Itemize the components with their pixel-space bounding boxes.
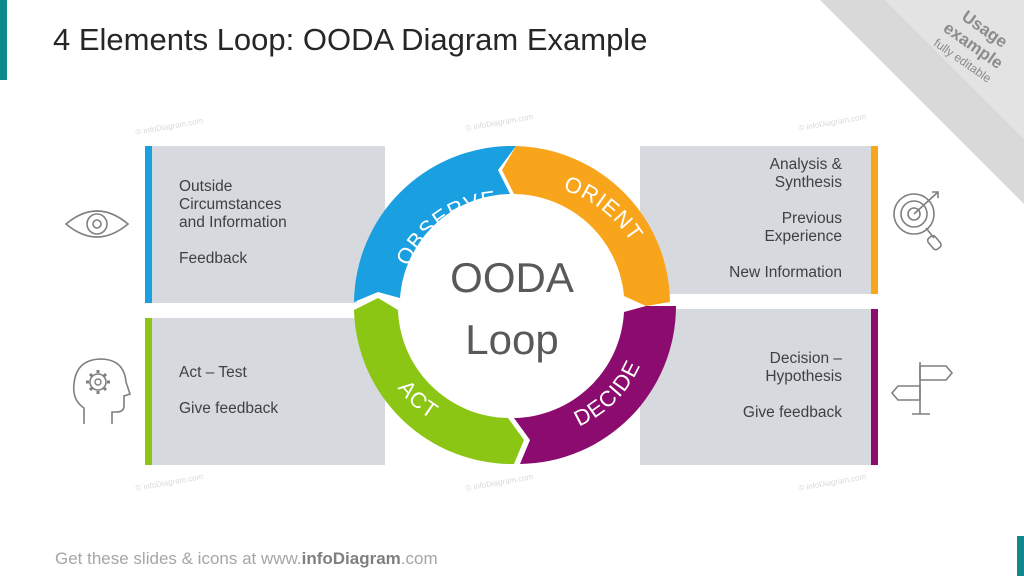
decide-line-2: Hypothesis: [765, 368, 842, 385]
decide-line-4: Give feedback: [742, 404, 842, 421]
target-magnifier-icon: [893, 191, 942, 251]
act-line-1: Act – Test: [179, 364, 247, 381]
act-line-3: Give feedback: [179, 400, 279, 417]
center-title-line2: Loop: [465, 316, 558, 363]
orient-line-4: Previous: [781, 210, 842, 227]
segment-act[interactable]: [354, 298, 524, 465]
panel-orient: [640, 146, 878, 294]
act-text: Act – Test Give feedback: [179, 364, 278, 418]
eye-icon: [64, 210, 130, 238]
panel-act: [145, 318, 385, 465]
decide-line-1: Decision –: [769, 350, 842, 367]
segment-decide[interactable]: [514, 306, 676, 464]
ring-backdrop: [357, 150, 667, 460]
accent-bar-right: [1017, 536, 1024, 576]
footer-link[interactable]: infoDiagram: [301, 549, 401, 568]
signpost-icon: [890, 362, 954, 415]
page-title: 4 Elements Loop: OODA Diagram Example: [53, 22, 648, 57]
panel-decide: [640, 309, 878, 465]
footer: Get these slides & icons at www.infoDiag…: [55, 549, 438, 569]
orient-line-5: Experience: [764, 228, 842, 245]
segment-orient[interactable]: [502, 146, 670, 306]
observe-line-2: Circumstances: [179, 196, 282, 213]
decide-text: Decision – Hypothesis Give feedback: [743, 350, 842, 422]
accent-bar-left: [0, 0, 7, 80]
footer-prefix: Get these slides & icons at www.: [55, 549, 302, 568]
orient-line-1: Analysis &: [769, 156, 842, 173]
orient-line-2: Synthesis: [774, 174, 842, 191]
footer-suffix: .com: [400, 549, 438, 568]
segment-observe[interactable]: [354, 146, 516, 302]
orient-line-7: New Information: [729, 264, 842, 281]
panel-observe: [145, 146, 385, 303]
observe-line-3: and Information: [179, 214, 287, 231]
observe-text: Outside Circumstances and Information Fe…: [179, 178, 287, 268]
observe-line-5: Feedback: [179, 250, 248, 267]
observe-line-1: Outside: [179, 178, 233, 195]
head-gear-icon: [72, 358, 132, 424]
orient-text: Analysis & Synthesis Previous Experience…: [729, 156, 842, 282]
center-title-line1: OODA: [450, 254, 574, 301]
